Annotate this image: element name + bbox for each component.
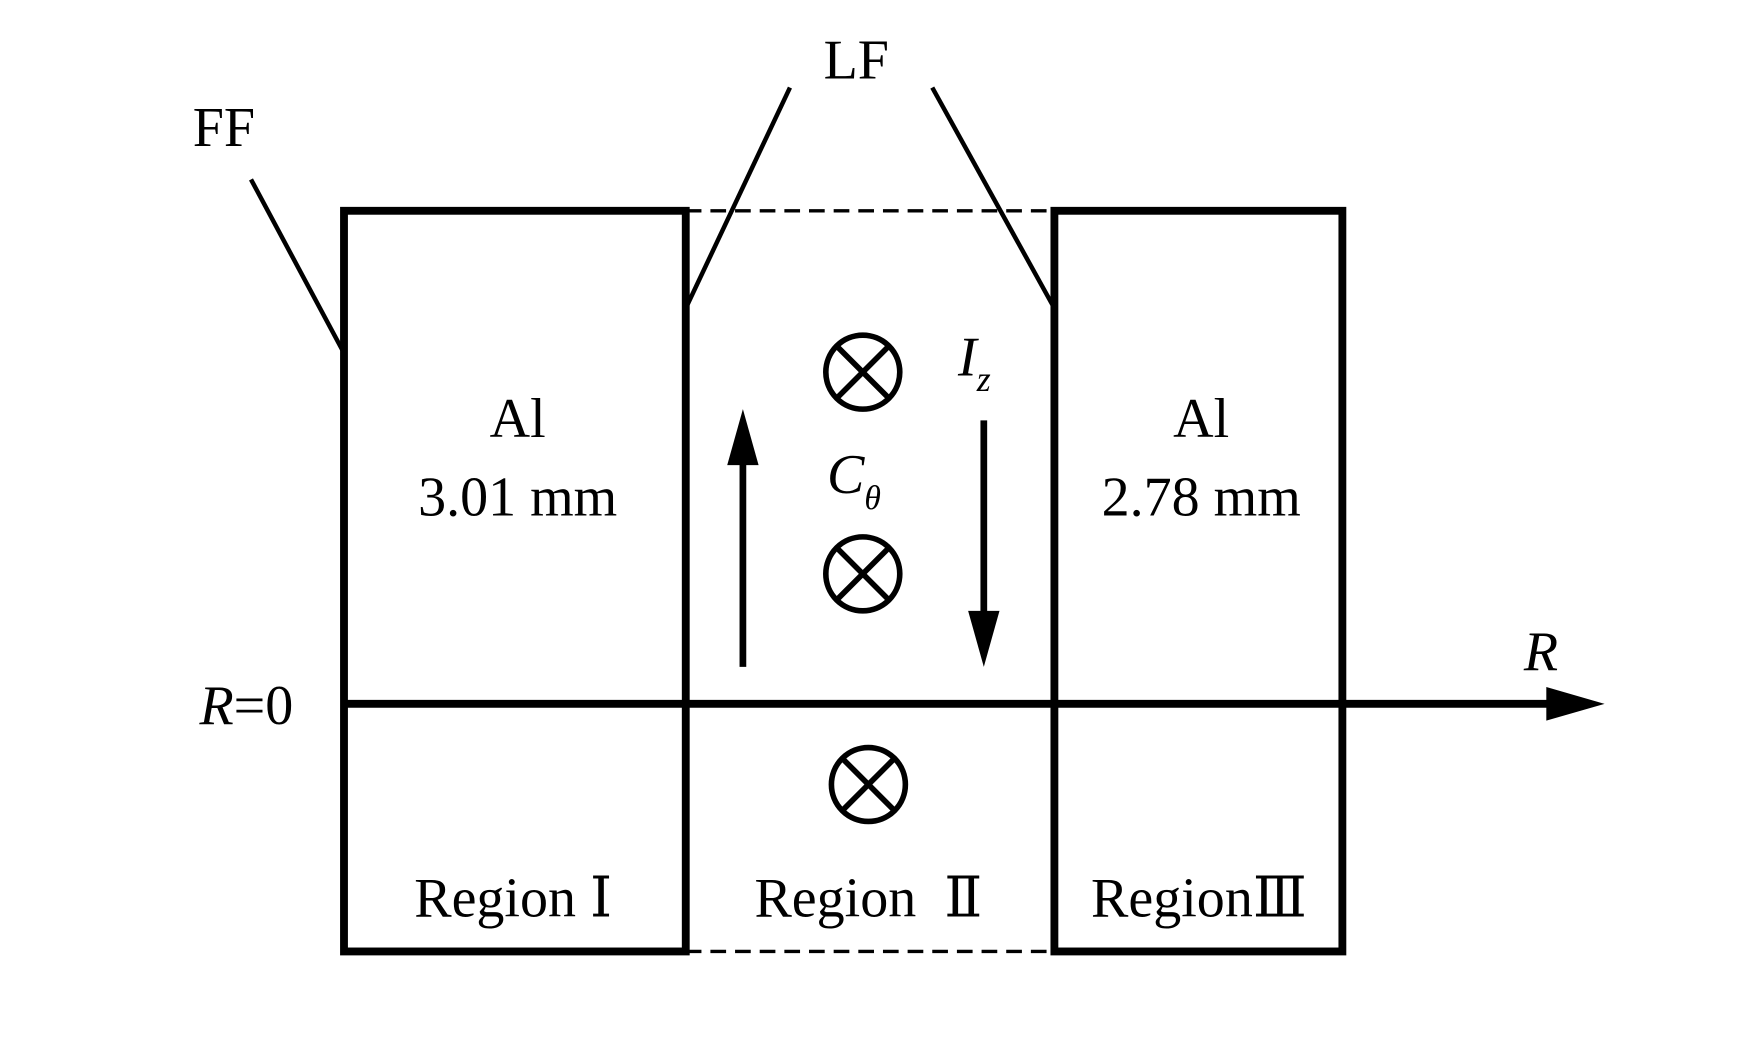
origin-value: =0 [234, 675, 294, 737]
region1-box [340, 206, 690, 956]
ff-leader [249, 178, 346, 355]
ff-label: FF [193, 97, 255, 159]
into-page-icon [828, 744, 909, 825]
current-label: Iz [957, 327, 991, 400]
down-arrow-head [968, 610, 1000, 667]
lf-label: LF [824, 30, 889, 92]
lf-leader-right [930, 86, 1057, 310]
region1-label: Region Ⅰ [414, 868, 612, 930]
region1-material: Al [490, 388, 546, 450]
origin-var: R [198, 675, 233, 737]
c-subscript: θ [864, 480, 881, 517]
region1-thickness: 3.01 mm [418, 467, 617, 529]
into-page-icon [823, 534, 903, 614]
region2-label: Region Ⅱ [754, 868, 982, 930]
r-axis-label: R [1523, 621, 1558, 683]
region3-material: Al [1173, 388, 1229, 450]
region3-label: RegionⅢ [1091, 868, 1307, 930]
origin-label: R=0 [198, 675, 293, 737]
into-page-icon [823, 332, 903, 412]
c-symbol: C [827, 444, 865, 506]
current-symbol: I [957, 327, 979, 389]
region3-box [1050, 206, 1347, 956]
up-arrow-head [727, 409, 759, 466]
region3-thickness: 2.78 mm [1102, 467, 1301, 529]
current-subscript: z [976, 359, 991, 399]
lf-leader-left [683, 86, 792, 310]
r-axis-arrowhead [1546, 687, 1605, 721]
c-theta-label: Cθ [827, 444, 881, 517]
